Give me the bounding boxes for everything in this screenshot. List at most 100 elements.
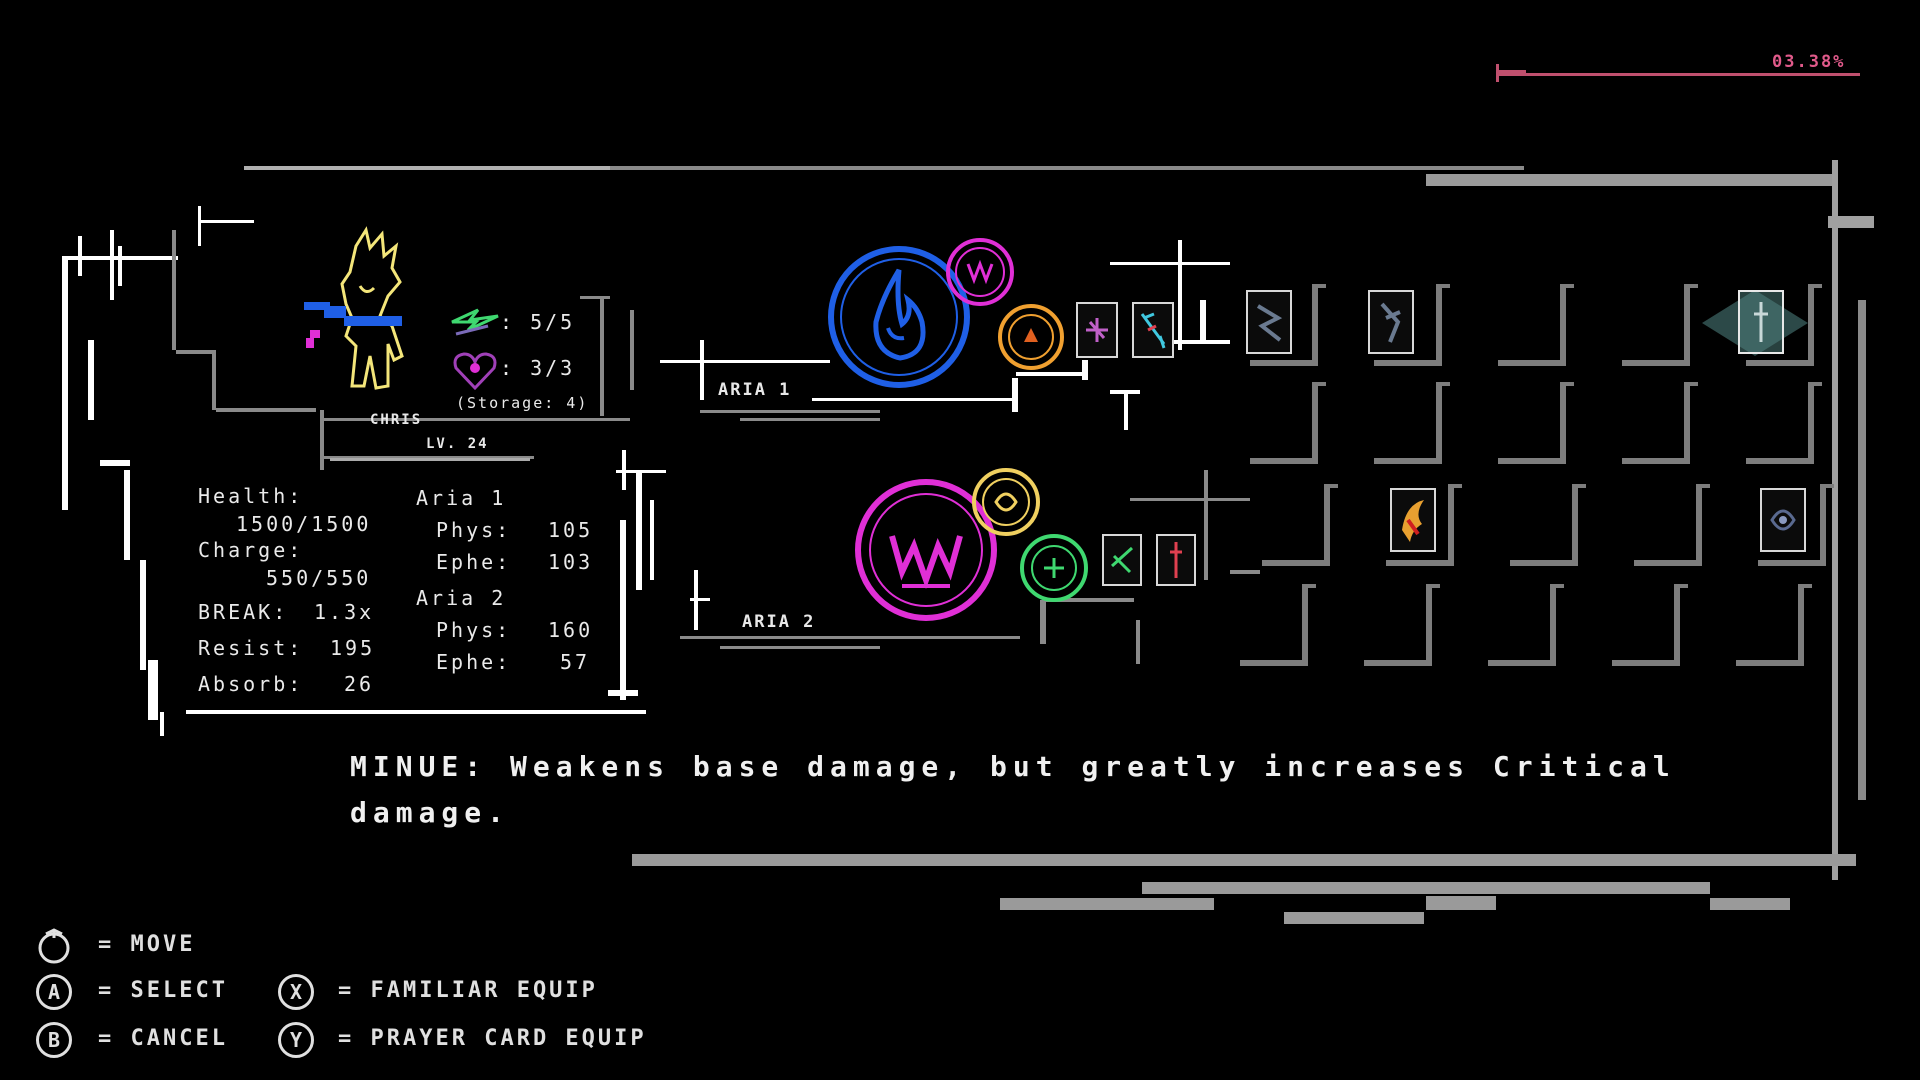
aria1-card-2[interactable] [1132, 302, 1174, 358]
aria2-card-2[interactable] [1156, 534, 1196, 586]
grid-slot[interactable] [1374, 278, 1454, 368]
stat-charge-value: 550/550 [266, 566, 372, 590]
stat-absorb-label: Absorb: [198, 672, 304, 696]
right-edge-notch [1828, 216, 1874, 228]
stat-aria1-ephe-label: Ephe: [436, 550, 512, 574]
grid-slot[interactable] [1250, 376, 1330, 466]
progress-fill [1496, 70, 1526, 74]
grid-card-1[interactable] [1246, 290, 1292, 354]
stat-aria2-ephe-label: Ephe: [436, 650, 512, 674]
stat-aria2-phys-label: Phys: [436, 618, 512, 642]
water-flame-emblem-icon[interactable] [826, 244, 972, 390]
level-underline [330, 458, 530, 461]
grid-card-5[interactable] [1760, 488, 1806, 552]
dark-spike-icon [1380, 302, 1401, 343]
prayer-count: : 3/3 [500, 356, 576, 380]
grid-slot[interactable] [1746, 278, 1826, 368]
dpad-stick-icon [38, 928, 70, 964]
grid-slot[interactable] [1250, 278, 1330, 368]
grid-slot[interactable] [1758, 478, 1838, 568]
grid-slot[interactable] [1374, 376, 1454, 466]
aria2-green-sigil-icon[interactable] [1018, 532, 1090, 604]
aria1-card-1[interactable] [1076, 302, 1118, 358]
character-level: LV. 24 [426, 436, 489, 452]
bottom-bar-3 [1000, 898, 1214, 910]
red-blade-rune-icon [1170, 542, 1182, 578]
star-rune-icon [1086, 318, 1108, 342]
grid-slot[interactable] [1240, 578, 1320, 668]
aria1-orange-sigil-icon[interactable] [996, 302, 1066, 372]
dark-claw-icon [1256, 304, 1283, 342]
bottom-bar-5 [1710, 898, 1790, 910]
control-move: = MOVE [98, 932, 196, 957]
fire-bird-icon [1402, 500, 1424, 542]
bottom-bar-6 [1284, 912, 1424, 924]
stat-aria2-ephe-value: 57 [560, 650, 591, 674]
stat-aria1-phys-label: Phys: [436, 518, 512, 542]
cross-spike-icon [1754, 302, 1768, 342]
grid-slot[interactable] [1364, 578, 1444, 668]
stat-absorb-value: 26 [344, 672, 375, 696]
stat-aria1-phys-value: 105 [548, 518, 594, 542]
stat-charge-label: Charge: [198, 538, 304, 562]
grid-slot[interactable] [1612, 578, 1692, 668]
grid-slot[interactable] [1736, 578, 1816, 668]
control-prayer: = PRAYER CARD EQUIP [338, 1026, 647, 1051]
b-button-icon: B [36, 1022, 72, 1058]
stat-break-label: BREAK: [198, 600, 289, 624]
heart-sigil-icon [453, 352, 497, 391]
stat-aria1-ephe-value: 103 [548, 550, 594, 574]
grid-card-2[interactable] [1368, 290, 1414, 354]
chris-sprite-icon [304, 226, 404, 390]
leaf-rune-icon [1110, 546, 1134, 574]
grid-slot[interactable] [1622, 376, 1702, 466]
grid-slot[interactable] [1622, 278, 1702, 368]
progress-percent: 03.38% [1772, 52, 1846, 72]
aria1-label: ARIA 1 [718, 380, 792, 400]
control-cancel: = CANCEL [98, 1026, 228, 1051]
bottom-bar-2 [1142, 882, 1710, 894]
x-button-icon: X [278, 974, 314, 1010]
stat-resist-value: 195 [330, 636, 376, 660]
stat-aria2-phys-value: 160 [548, 618, 594, 642]
bottom-bar-main [632, 854, 1856, 866]
stat-health-label: Health: [198, 484, 304, 508]
blade-rune-icon [1140, 312, 1166, 349]
progress-track [1496, 73, 1860, 76]
stat-resist-label: Resist: [198, 636, 304, 660]
grid-card-4[interactable] [1390, 488, 1436, 552]
stat-aria2-label: Aria 2 [416, 586, 507, 610]
stat-aria1-label: Aria 1 [416, 486, 507, 510]
grid-slot[interactable] [1634, 478, 1714, 568]
top-bar-long [244, 166, 1524, 170]
grid-card-3[interactable] [1738, 290, 1784, 354]
grid-slot[interactable] [1510, 478, 1590, 568]
aria2-label: ARIA 2 [742, 612, 816, 632]
grid-slot[interactable] [1746, 376, 1826, 466]
flame-emblem-icon[interactable] [852, 476, 1000, 624]
right-edge-notch-2 [1858, 300, 1866, 800]
control-select: = SELECT [98, 978, 228, 1003]
stat-health-value: 1500/1500 [236, 512, 372, 536]
aria1-pink-sigil-icon[interactable] [944, 236, 1016, 308]
aria2-card-1[interactable] [1102, 534, 1142, 586]
grid-slot[interactable] [1386, 478, 1466, 568]
character-name: CHRIS [370, 412, 423, 428]
storage-count: (Storage: 4) [456, 394, 589, 412]
grid-slot[interactable] [1498, 278, 1578, 368]
grid-slot[interactable] [1488, 578, 1568, 668]
grid-slot[interactable] [1498, 376, 1578, 466]
aria2-yellow-sigil-icon[interactable] [970, 466, 1042, 538]
right-edge-line [1832, 160, 1838, 880]
shadow-eye-icon [1770, 509, 1796, 531]
top-bar-short [244, 166, 610, 170]
y-button-icon: Y [278, 1022, 314, 1058]
bottom-bar-4 [1426, 896, 1496, 910]
bolt-wing-icon [451, 308, 499, 336]
top-right-bar [1426, 174, 1838, 186]
a-button-icon: A [36, 974, 72, 1010]
stat-break-value: 1.3x [314, 600, 375, 624]
control-familiar: = FAMILIAR EQUIP [338, 978, 598, 1003]
grid-slot[interactable] [1262, 478, 1342, 568]
familiar-count: : 5/5 [500, 310, 576, 334]
